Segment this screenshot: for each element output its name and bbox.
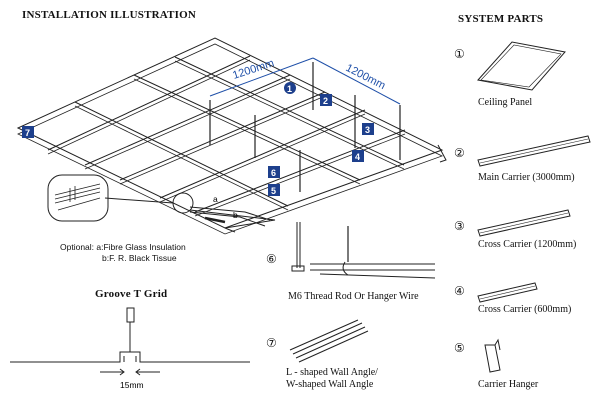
cross-carrier-rail [47, 55, 251, 151]
optional-line-2: b:F. R. Black Tissue [102, 253, 177, 263]
badge-4: 4 [352, 150, 364, 162]
svg-text:4: 4 [355, 152, 360, 162]
part-label-cross-carrier-600: Cross Carrier (600mm) [478, 304, 572, 315]
svg-text:1: 1 [287, 84, 292, 94]
dimension-label-b: 1200mm [344, 62, 388, 92]
badge-7: 7 [22, 126, 34, 138]
groove-width-label: 15mm [120, 380, 144, 390]
hanger-wire-drawing [310, 226, 436, 279]
dimension-line-b [312, 57, 401, 105]
cross-carrier-1200-drawing [477, 209, 571, 237]
thread-rod-drawing [291, 222, 305, 272]
svg-text:7: 7 [25, 128, 30, 138]
letter-a: a [213, 194, 218, 204]
cross-carrier-rail [119, 91, 326, 181]
dimension-label-a: 1200mm [231, 57, 275, 82]
ceiling-panel-drawing [477, 41, 566, 91]
letter-b: b [233, 210, 238, 220]
groove-heading: Groove T Grid [95, 288, 168, 300]
badge-1: 1 [284, 82, 296, 94]
part-number-4: ④ [454, 284, 465, 298]
part-label-main-carrier: Main Carrier (3000mm) [478, 172, 575, 183]
cross-carrier-600-drawing [477, 282, 538, 303]
badge-3: 3 [362, 123, 374, 135]
part-number-7: ⑦ [266, 336, 277, 350]
part-label-carrier-hanger: Carrier Hanger [478, 379, 539, 390]
svg-text:2: 2 [323, 96, 328, 106]
part-label-wall-angle-1: L - shaped Wall Angle/ [286, 367, 378, 378]
groove-t-grid-drawing [10, 307, 250, 376]
grid-outline [16, 37, 444, 229]
svg-text:6: 6 [271, 168, 276, 178]
badge-5: 5 [268, 184, 280, 196]
installation-heading: INSTALLATION ILLUSTRATION [22, 9, 197, 21]
system-parts-heading: SYSTEM PARTS [458, 13, 544, 25]
optional-line-1: Optional: a:Fibre Glass Insulation [60, 242, 186, 252]
part-number-6: ⑥ [266, 252, 277, 266]
part-label-cross-carrier-1200: Cross Carrier (1200mm) [478, 239, 577, 250]
part-label-wall-angle-2: W-shaped Wall Angle [286, 379, 374, 390]
dimension-line-a [209, 57, 314, 97]
part-label-ceiling-panel: Ceiling Panel [478, 97, 533, 108]
main-carrier-drawing [477, 135, 591, 167]
cross-carrier-rail [159, 109, 366, 199]
badge-2: 2 [320, 94, 332, 106]
part-number-3: ③ [454, 219, 465, 233]
insulation-layer [189, 206, 271, 221]
wall-angle-drawing [289, 319, 369, 363]
magnified-detail [47, 174, 109, 222]
part-label-thread-rod: M6 Thread Rod Or Hanger Wire [288, 291, 419, 302]
cross-carrier-rail [84, 74, 291, 166]
svg-text:5: 5 [271, 186, 276, 196]
svg-text:3: 3 [365, 125, 370, 135]
part-number-2: ② [454, 146, 465, 160]
carrier-hanger-drawing [484, 338, 501, 373]
badge-6: 6 [268, 166, 280, 178]
part-number-5: ⑤ [454, 341, 465, 355]
part-number-1: ① [454, 47, 465, 61]
